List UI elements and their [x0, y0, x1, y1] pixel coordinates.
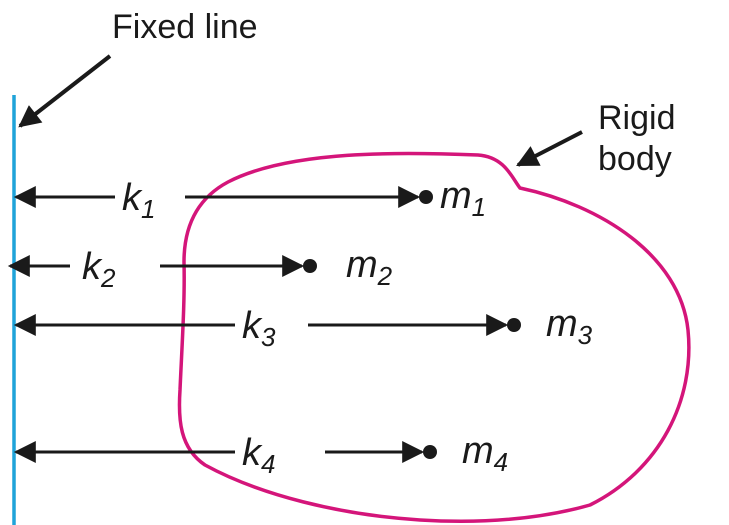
- mass-row-2: k2 m2: [7, 244, 393, 293]
- m1-label: m1: [440, 175, 486, 222]
- k2-label: k2: [82, 246, 116, 293]
- mass-point-3: [507, 318, 521, 332]
- rigid-body-outline: [177, 151, 691, 524]
- rigid-body-label-line1: Rigid: [598, 99, 675, 137]
- m2-label: m2: [346, 244, 393, 291]
- mass-row-3: k3 m3: [13, 303, 593, 352]
- rigid-body-pointer-arrow: [516, 130, 583, 167]
- mass-row-1: k1 m1: [13, 175, 486, 224]
- rigid-body-label-line2: body: [598, 140, 672, 178]
- fixed-line-label: Fixed line: [112, 8, 258, 46]
- mass-point-4: [423, 445, 437, 459]
- m3-label: m3: [546, 303, 593, 350]
- mass-point-2: [303, 259, 317, 273]
- k1-label: k1: [122, 177, 155, 224]
- k4-label: k4: [242, 432, 275, 479]
- mass-point-1: [419, 190, 433, 204]
- fixed-line-pointer-arrow: [18, 54, 112, 128]
- m4-label: m4: [462, 430, 508, 477]
- k3-label: k3: [242, 305, 276, 352]
- mass-row-4: k4 m4: [13, 430, 508, 479]
